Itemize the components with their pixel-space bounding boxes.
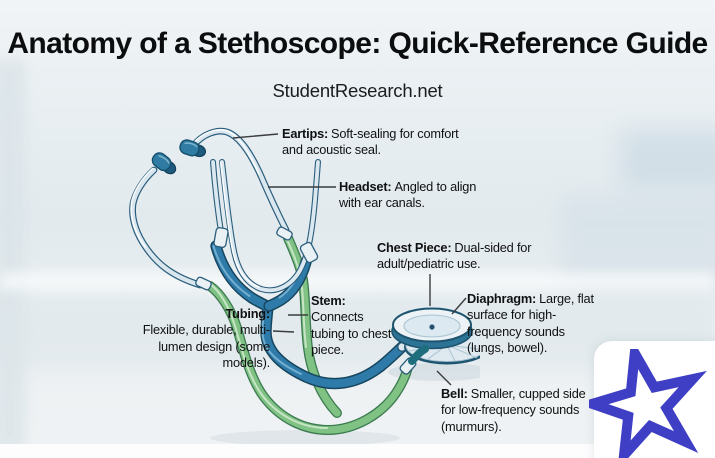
background-blur-shape: [620, 130, 715, 190]
site-name: StudentResearch.net: [272, 80, 443, 101]
label-tubing: Tubing:Flexible, durable, multi-lumen de…: [122, 306, 270, 372]
label-tubing-desc: Flexible, durable, multi-lumen design (s…: [142, 322, 270, 371]
label-bell-term: Bell:: [441, 386, 468, 401]
binaural-blue-arms-and-stem: [210, 240, 411, 390]
stethoscope-illustration: [129, 127, 480, 446]
label-headset: Headset:Angled to align with ear canals.: [339, 179, 501, 212]
ear-tube-left: [129, 166, 413, 436]
label-chest-piece: Chest Piece:Dual-sided for adult/pediatr…: [377, 240, 557, 273]
label-chest-piece-term: Chest Piece:: [377, 240, 452, 255]
label-bell: Bell:Smaller, cupped side for low-freque…: [441, 386, 603, 435]
binaural-metal-arch: [210, 159, 321, 294]
label-bell-desc: Smaller, cupped side for low-frequency s…: [441, 386, 586, 434]
label-diaphragm-desc: Large, flat surface for high-frequency s…: [467, 291, 594, 356]
page-title: Anatomy of a Stethoscope: Quick-Referenc…: [7, 27, 708, 60]
star-icon: [589, 349, 707, 458]
label-eartips: Eartips:Soft-sealing for comfort and aco…: [282, 126, 482, 159]
label-stem: Stem:Connects tubing to chest piece.: [311, 293, 399, 359]
label-diaphragm: Diaphragm:Large, flat surface for high-f…: [467, 291, 605, 357]
eartip-right: [179, 139, 207, 158]
label-eartips-desc: Soft-sealing for comfort and acoustic se…: [282, 126, 459, 158]
label-stem-term: Stem:: [311, 293, 346, 308]
label-headset-term: Headset:: [339, 179, 392, 194]
label-diaphragm-term: Diaphragm:: [467, 291, 537, 306]
label-eartips-term: Eartips:: [282, 126, 329, 141]
label-tubing-term: Tubing:: [225, 306, 270, 321]
eartip-left: [151, 152, 177, 175]
background-left-shade: [0, 60, 26, 450]
chest-piece: [391, 307, 480, 375]
label-stem-desc: Connects tubing to chest piece.: [311, 309, 392, 358]
label-headset-desc: Angled to align with ear canals.: [339, 179, 477, 211]
label-chest-piece-desc: Dual-sided for adult/pediatric use.: [377, 240, 532, 272]
background-blur-shape: [560, 195, 715, 290]
